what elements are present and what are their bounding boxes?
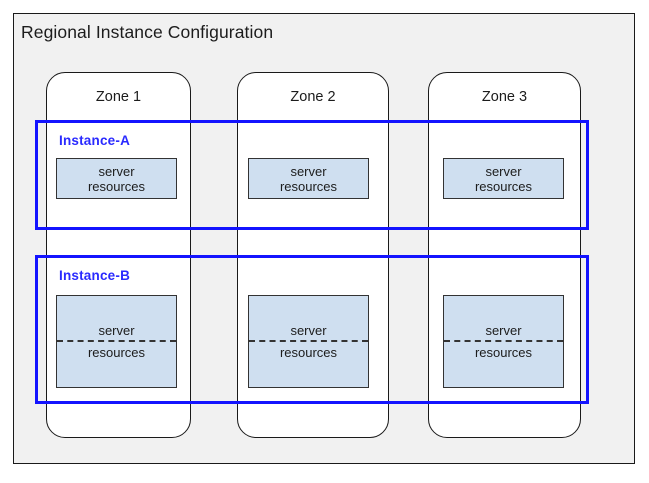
dashed-divider-icon — [249, 340, 368, 342]
server-resources-box-a3[interactable]: server resources — [443, 158, 564, 199]
server-resources-box-b2[interactable]: server resources — [248, 295, 369, 388]
server-resources-line1: server — [98, 323, 135, 338]
zone-label-3: Zone 3 — [481, 89, 528, 105]
instance-band-b[interactable]: Instance-B — [35, 255, 589, 404]
server-resources-line2: resources — [474, 178, 533, 194]
instance-band-a[interactable]: Instance-A — [35, 120, 589, 230]
dashed-divider-icon — [57, 340, 176, 342]
server-resources-line1: server — [290, 163, 327, 179]
server-resources-line1: server — [485, 323, 522, 338]
server-resources-line2: resources — [474, 345, 533, 360]
server-resources-box-b1[interactable]: server resources — [56, 295, 177, 388]
server-resources-line2: resources — [279, 345, 338, 360]
server-resources-line1: server — [485, 163, 522, 179]
server-resources-line2: resources — [87, 178, 146, 194]
page-title: Regional Instance Configuration — [21, 22, 274, 42]
server-resources-box-a1[interactable]: server resources — [56, 158, 177, 199]
instance-label-b: Instance-B — [59, 268, 131, 283]
server-resources-line1: server — [98, 163, 135, 179]
instance-label-a: Instance-A — [59, 133, 131, 148]
server-resources-line2: resources — [279, 178, 338, 194]
zone-label-1: Zone 1 — [95, 89, 142, 105]
server-resources-box-a2[interactable]: server resources — [248, 158, 369, 199]
server-resources-box-b3[interactable]: server resources — [443, 295, 564, 388]
zone-label-2: Zone 2 — [290, 89, 336, 105]
dashed-divider-icon — [444, 340, 563, 342]
server-resources-line1: server — [290, 323, 327, 338]
server-resources-line2: resources — [87, 345, 146, 360]
